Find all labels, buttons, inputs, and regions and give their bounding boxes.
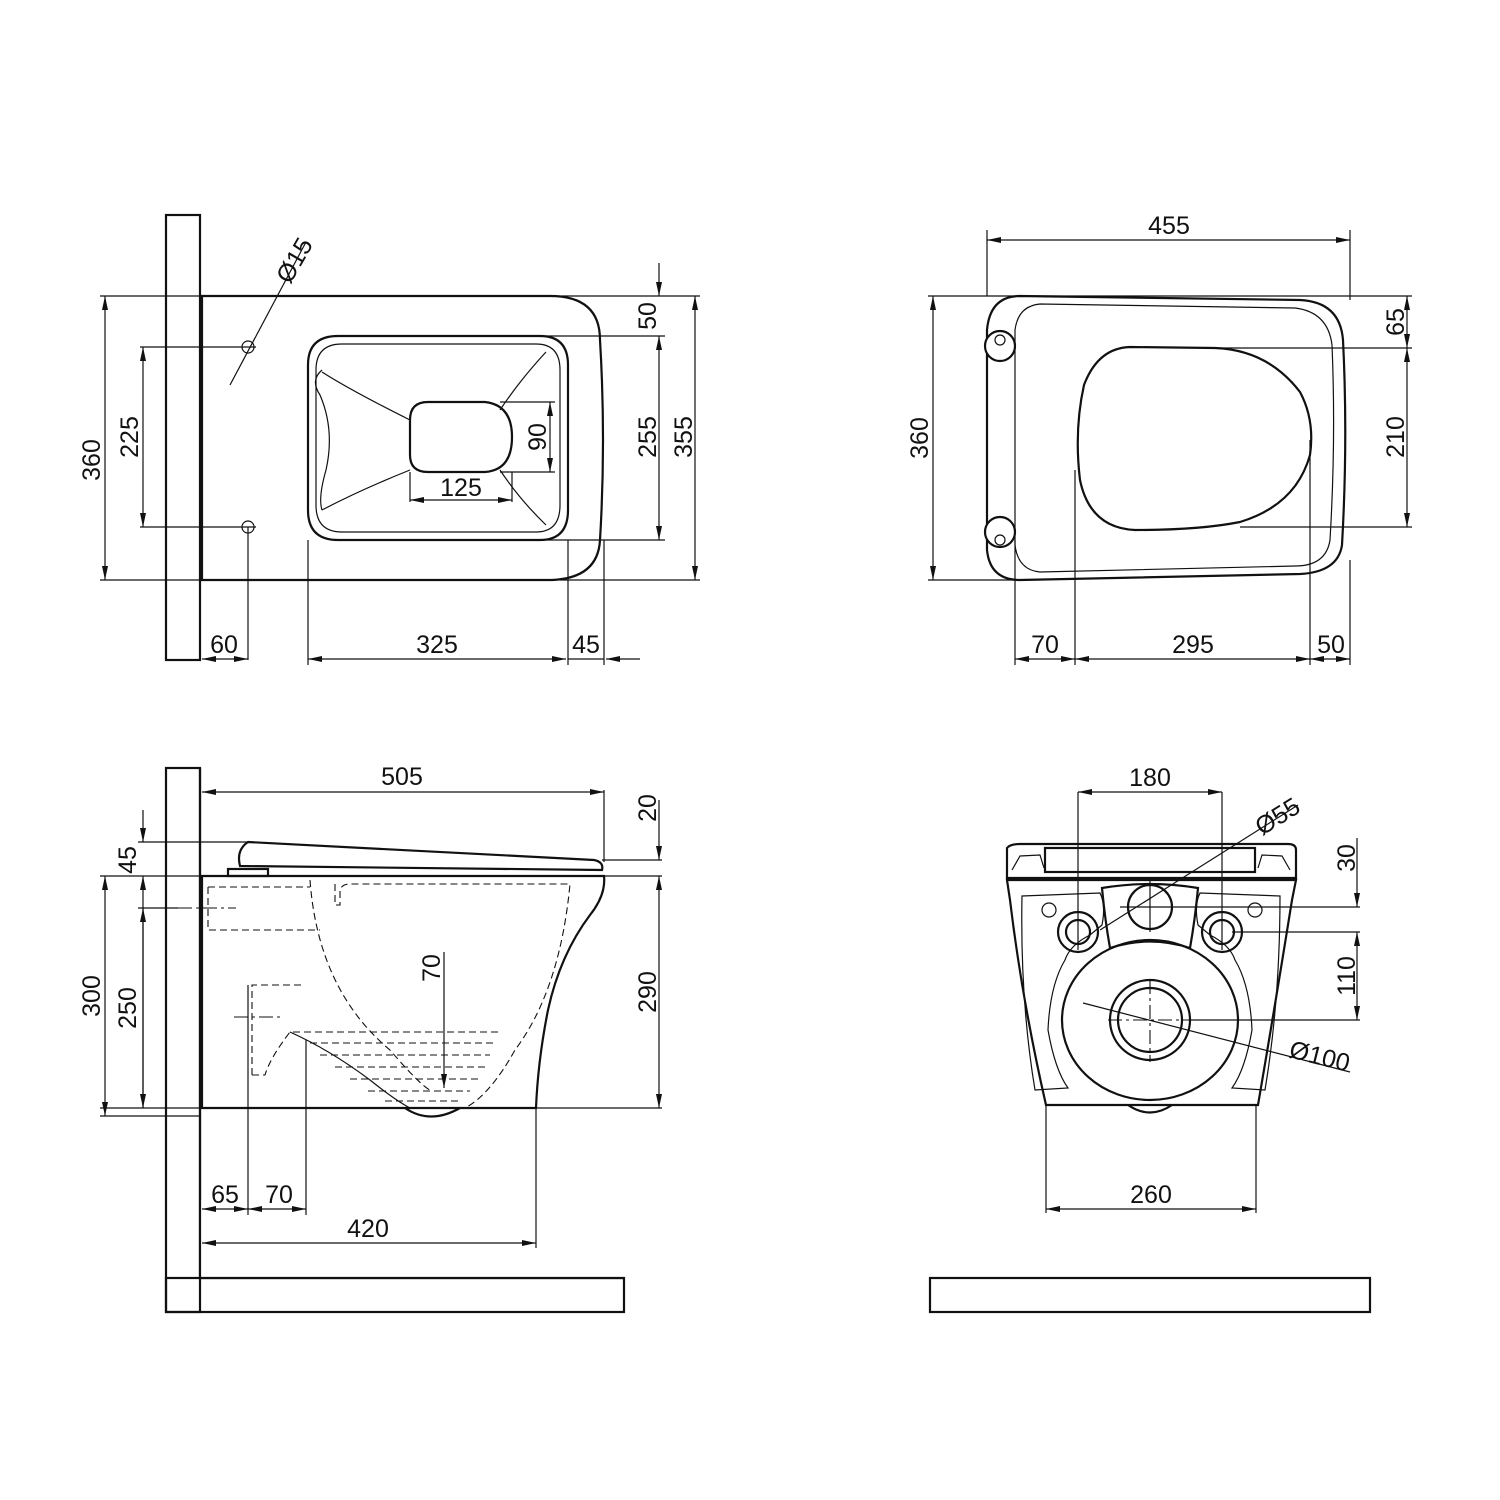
dim-rear-outlet-diameter: Ø100 — [1287, 1036, 1353, 1078]
dim-rear-outlet-offset: 110 — [1333, 956, 1361, 996]
wall-hatch — [164, 213, 202, 662]
dim-mount-hole-spacing: 225 — [116, 416, 144, 458]
dim-seat-overall-depth: 360 — [906, 417, 934, 459]
dim-side-water-depth: 70 — [418, 954, 446, 982]
dim-side-seat-thickness: 45 — [114, 846, 142, 874]
hinge-bottom — [983, 515, 1017, 549]
dim-rear-bolt-spacing: 180 — [1129, 764, 1171, 792]
dim-rear-inlet-diameter: Ø55 — [1250, 792, 1305, 841]
floor-hatch — [928, 1276, 1372, 1314]
dim-bowl-outer-depth: 355 — [670, 416, 698, 458]
seat-outer — [985, 294, 1347, 582]
dim-bowl-opening-depth: 255 — [634, 416, 662, 458]
top-seat-view: 455 360 65 210 70 295 50 — [906, 212, 1412, 665]
dim-side-seat-height-front: 20 — [634, 794, 662, 822]
dim-overall-depth: 360 — [78, 439, 106, 481]
dim-seat-overall-length: 455 — [1148, 212, 1190, 240]
bowl-side-outline — [200, 874, 606, 1110]
top-bowl-view: Ø15 360 225 60 325 45 125 90 50 255 355 — [78, 213, 700, 665]
dim-side-outlet-height: 250 — [114, 987, 142, 1029]
dim-hole-from-wall: 60 — [210, 631, 238, 659]
dim-side-outlet-offset: 70 — [265, 1181, 293, 1209]
seat-lid-side — [237, 840, 604, 872]
side-view: 505 20 45 300 250 70 290 65 70 420 — [78, 763, 662, 1314]
floor-hatch — [164, 1276, 626, 1314]
dim-side-overall-length: 505 — [381, 763, 423, 791]
seat-opening — [1076, 345, 1313, 532]
dim-front-rim: 45 — [572, 631, 600, 659]
outlet-opening — [408, 400, 514, 474]
dim-bowl-opening-length: 325 — [416, 631, 458, 659]
wall-hatch — [164, 766, 202, 1314]
seat-rear — [1005, 842, 1298, 880]
dim-side-bowl-height: 290 — [634, 971, 662, 1013]
seat-lid — [1014, 303, 1335, 573]
dim-seat-rear-margin: 65 — [1382, 308, 1410, 336]
dim-outlet-length: 125 — [440, 474, 482, 502]
bowl-outline — [200, 294, 605, 582]
dim-side-height-total: 300 — [78, 975, 106, 1017]
dim-side-inlet-offset: 65 — [211, 1181, 239, 1209]
dim-seat-hinge-to-opening: 70 — [1031, 631, 1059, 659]
dim-rear-inlet-offset: 30 — [1333, 844, 1361, 872]
dim-seat-opening-width: 210 — [1382, 416, 1410, 458]
dim-seat-opening-length: 295 — [1172, 631, 1214, 659]
dim-rim-to-bowl: 50 — [634, 302, 662, 330]
rear-view: 180 Ø55 30 110 Ø100 260 — [928, 764, 1372, 1314]
dim-seat-front-margin: 50 — [1317, 631, 1345, 659]
dim-side-footprint-length: 420 — [347, 1215, 389, 1243]
dim-rear-width: 260 — [1130, 1181, 1172, 1209]
hinge-top — [983, 329, 1017, 363]
dim-mount-hole-diameter: Ø15 — [271, 233, 319, 288]
bowl-rear-outline — [1005, 878, 1298, 1107]
dim-outlet-width: 90 — [524, 423, 552, 451]
bowl-opening — [306, 334, 570, 542]
